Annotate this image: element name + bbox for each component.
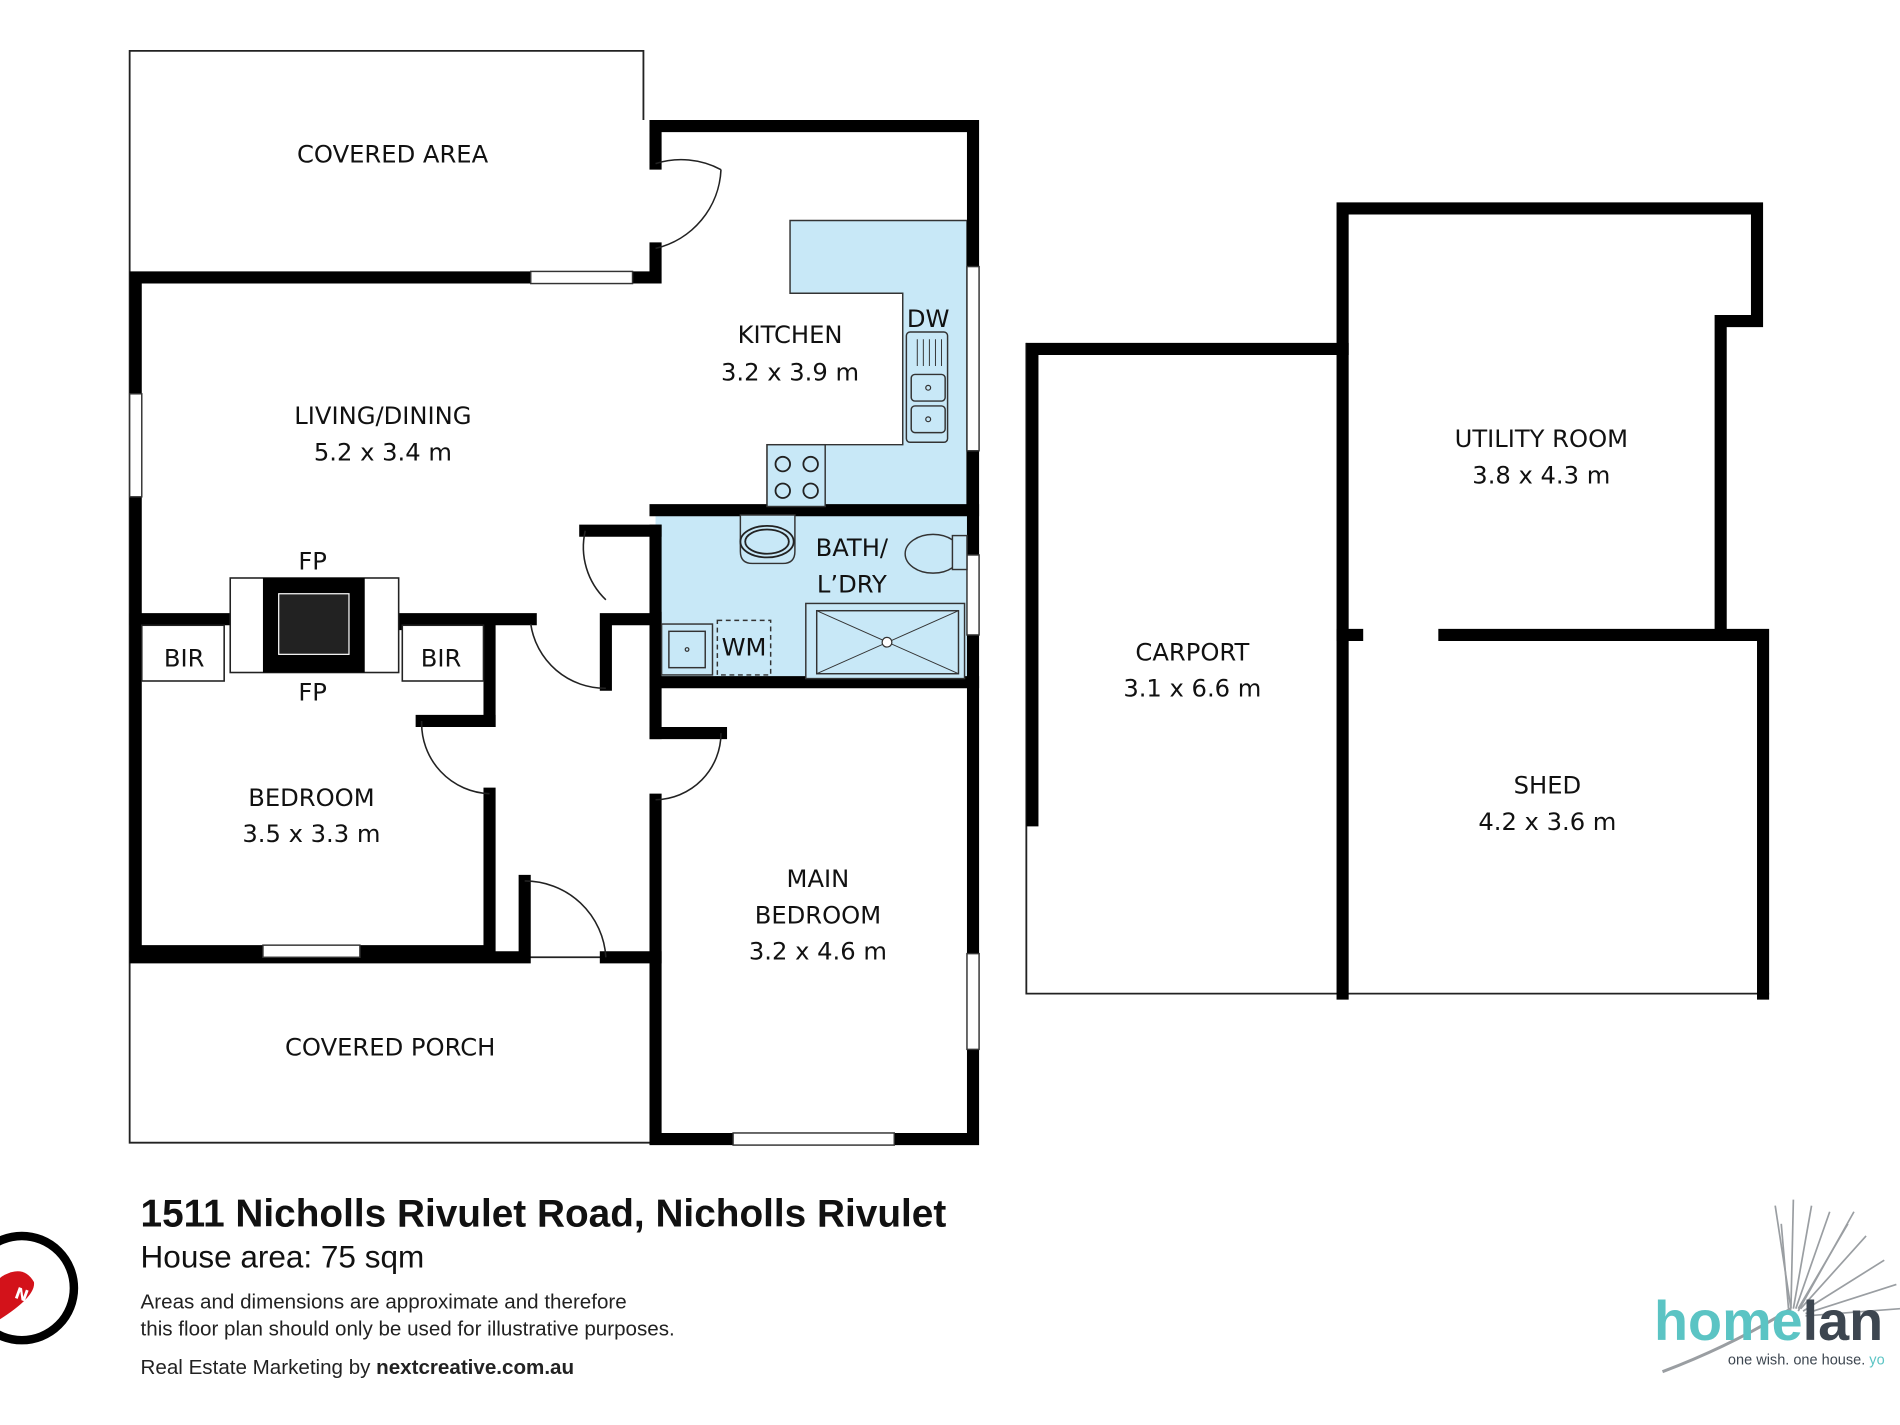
logo-brand-lan: lan bbox=[1803, 1290, 1884, 1352]
bir-right-label: BIR bbox=[421, 644, 462, 672]
bir-right-box bbox=[401, 624, 485, 682]
living-size: 5.2 x 3.4 m bbox=[314, 438, 452, 466]
utility-label: UTILITY ROOM bbox=[1455, 425, 1628, 453]
living-label: LIVING/DINING bbox=[294, 402, 471, 430]
north-compass-icon: N bbox=[0, 1231, 79, 1345]
credit: Real Estate Marketing by nextcreative.co… bbox=[141, 1356, 575, 1379]
bedroom-label: BEDROOM bbox=[248, 784, 374, 812]
bath-label-1: BATH/ bbox=[816, 534, 889, 562]
main-bedroom-label-2: BEDROOM bbox=[755, 901, 881, 929]
toilet-icon bbox=[904, 533, 968, 574]
carport-size: 3.1 x 6.6 m bbox=[1123, 675, 1261, 703]
bedroom-size: 3.5 x 3.3 m bbox=[242, 820, 380, 848]
bath-label-2: L’DRY bbox=[817, 571, 887, 599]
disclaimer-line-1: Areas and dimensions are approximate and… bbox=[141, 1291, 627, 1314]
sink-icon bbox=[905, 331, 949, 444]
laundry-tub-icon bbox=[660, 623, 714, 676]
doors[interactable] bbox=[420, 158, 722, 958]
bir-left-box bbox=[140, 624, 225, 682]
main-bedroom-label-1: MAIN bbox=[787, 865, 850, 893]
shed-size: 4.2 x 3.6 m bbox=[1478, 808, 1616, 836]
shed-label: SHED bbox=[1514, 772, 1582, 800]
homelan-logo: homelan one wish. one house. yo bbox=[1654, 1199, 1900, 1374]
logo-tagline-main: one wish. one house. bbox=[1728, 1352, 1869, 1368]
dw-label: DW bbox=[907, 305, 950, 333]
main-bedroom-size: 3.2 x 4.6 m bbox=[749, 938, 887, 966]
credit-prefix: Real Estate Marketing by bbox=[141, 1356, 377, 1379]
basin-icon bbox=[739, 514, 796, 565]
shower-icon bbox=[805, 602, 966, 680]
utility-size: 3.8 x 4.3 m bbox=[1472, 461, 1610, 489]
fireplace bbox=[229, 577, 400, 674]
kitchen-size: 3.2 x 3.9 m bbox=[721, 358, 859, 386]
logo-tagline: one wish. one house. yo bbox=[1728, 1352, 1885, 1368]
credit-site[interactable]: nextcreative.com.au bbox=[376, 1356, 574, 1379]
cooktop-icon bbox=[766, 443, 826, 508]
covered-porch-label: COVERED PORCH bbox=[285, 1033, 495, 1061]
kitchen-label: KITCHEN bbox=[738, 321, 843, 349]
address-title: 1511 Nicholls Rivulet Road, Nicholls Riv… bbox=[141, 1192, 947, 1235]
disclaimer-line-2: this floor plan should only be used for … bbox=[141, 1317, 675, 1340]
compass-letter: N bbox=[12, 1283, 31, 1305]
house-walls bbox=[129, 119, 980, 1146]
bir-left-label: BIR bbox=[164, 644, 205, 672]
logo-brand: homelan bbox=[1654, 1290, 1883, 1352]
house-area: House area: 75 sqm bbox=[141, 1238, 425, 1274]
fp-top-label: FP bbox=[298, 548, 327, 576]
windows bbox=[128, 265, 980, 1146]
wm-label: WM bbox=[722, 634, 767, 662]
logo-tagline-accent: yo bbox=[1869, 1352, 1884, 1368]
covered-area-label: COVERED AREA bbox=[297, 140, 489, 168]
fp-bottom-label: FP bbox=[298, 678, 327, 706]
logo-brand-home: home bbox=[1654, 1290, 1803, 1352]
carport-label: CARPORT bbox=[1135, 638, 1249, 666]
washing-machine-space bbox=[716, 619, 772, 676]
outbuilding-walls bbox=[1025, 202, 1770, 1000]
